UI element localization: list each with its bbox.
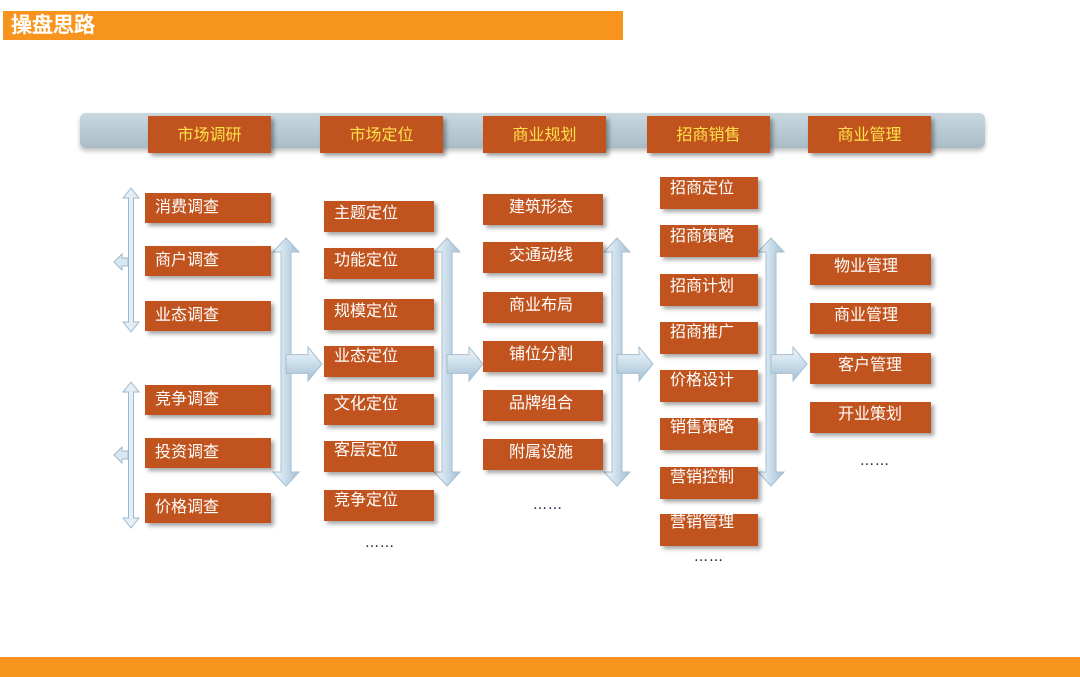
more-ellipsis-col5: …… <box>860 453 890 469</box>
item-leasing-plan: 招商计划 <box>660 274 758 306</box>
item-property-management: 物业管理 <box>810 254 931 285</box>
item-investment-survey: 投资调查 <box>145 438 271 468</box>
item-culture-positioning: 文化定位 <box>324 394 434 425</box>
item-leasing-positioning: 招商定位 <box>660 177 758 209</box>
item-consumer-survey: 消费调查 <box>145 193 271 223</box>
bottom-bar <box>0 657 1080 677</box>
item-scale-positioning: 规模定位 <box>324 299 434 330</box>
item-marketing-control: 营销控制 <box>660 467 758 499</box>
item-customer-management: 客户管理 <box>810 353 931 384</box>
item-price-survey: 价格调查 <box>145 493 271 523</box>
right-arrow-col3-to-col4 <box>616 345 654 383</box>
column-header-commercial-planning: 商业规划 <box>483 116 606 153</box>
column-header-market-research: 市场调研 <box>148 116 271 153</box>
item-shop-division: 铺位分割 <box>483 341 603 372</box>
item-function-positioning: 功能定位 <box>324 248 434 279</box>
item-ancillary-facilities: 附属设施 <box>483 439 603 470</box>
page-title: 操盘思路 <box>11 13 95 37</box>
item-leasing-strategy: 招商策略 <box>660 225 758 257</box>
item-merchant-survey: 商户调查 <box>145 246 271 276</box>
item-price-design: 价格设计 <box>660 370 758 402</box>
column-header-leasing-sales: 招商销售 <box>647 116 770 153</box>
right-arrow-col2-to-col3 <box>446 345 484 383</box>
more-ellipsis-col2: …… <box>365 535 395 551</box>
item-traffic-flow: 交通动线 <box>483 242 603 273</box>
more-ellipsis-col3: …… <box>533 497 563 513</box>
item-format-positioning: 业态定位 <box>324 346 434 377</box>
left-arrow-col1-top <box>113 252 129 272</box>
item-theme-positioning: 主题定位 <box>324 201 434 232</box>
item-competition-survey: 竞争调查 <box>145 385 271 415</box>
right-arrow-col1-to-col2 <box>285 345 323 383</box>
item-commercial-layout: 商业布局 <box>483 292 603 323</box>
item-marketing-management: 营销管理 <box>660 514 758 546</box>
left-arrow-col1-bottom <box>113 445 129 465</box>
right-arrow-col4-to-col5 <box>770 345 808 383</box>
item-leasing-promotion: 招商推广 <box>660 322 758 354</box>
item-customer-positioning: 客层定位 <box>324 441 434 472</box>
column-header-market-positioning: 市场定位 <box>320 116 443 153</box>
item-brand-mix: 品牌组合 <box>483 390 603 421</box>
double-arrow-col1-top <box>121 187 141 333</box>
item-sales-strategy: 销售策略 <box>660 418 758 450</box>
column-header-commercial-management: 商业管理 <box>808 116 931 153</box>
title-bar: 操盘思路 <box>3 11 623 40</box>
item-competitive-positioning: 竞争定位 <box>324 490 434 521</box>
item-opening-planning: 开业策划 <box>810 402 931 433</box>
double-arrow-col1-bottom <box>121 381 141 529</box>
item-format-survey: 业态调查 <box>145 301 271 331</box>
more-ellipsis-col4: …… <box>694 549 724 565</box>
item-commercial-management: 商业管理 <box>810 303 931 334</box>
item-building-form: 建筑形态 <box>483 194 603 225</box>
